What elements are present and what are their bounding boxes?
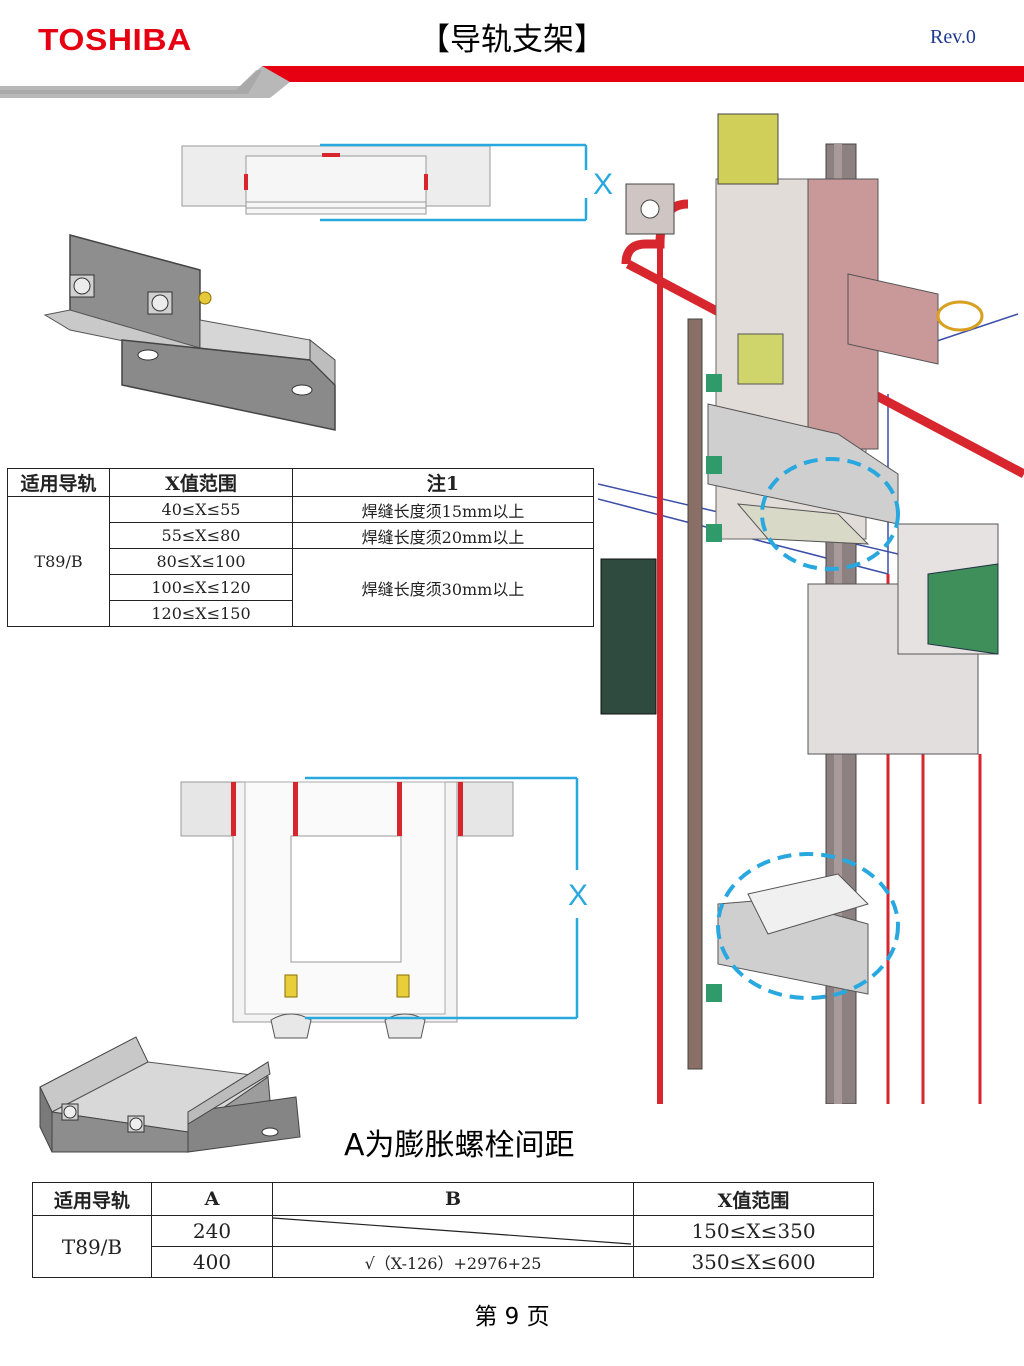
table1-header-rail: 适用导轨 (7, 468, 110, 497)
bracket-isometric-upper (43, 234, 336, 431)
table2-header-a: A (151, 1182, 273, 1216)
header-band (0, 66, 1024, 98)
table2-b-formula-cell: √（X-126）+2976+25 (272, 1246, 634, 1278)
table2-range-cell: 350≤X≤600 (633, 1246, 874, 1278)
table1-rail-cell: T89/B (7, 496, 110, 627)
anchor-spacing-table: 适用导轨 A B X值范围 T89/B 240 150≤X≤350 400 √（… (32, 1182, 874, 1278)
bracket-isometric-lower (39, 1036, 301, 1153)
table1-range-cell: 80≤X≤100 (109, 548, 293, 575)
table1-note-cell: 焊缝长度须15mm以上 (292, 496, 594, 523)
table2-range-cell: 150≤X≤350 (633, 1215, 874, 1247)
table1-header-note: 注1 (292, 468, 594, 497)
caption-anchor-spacing: A为膨胀螺栓间距 (344, 1128, 575, 1163)
table2-header-b: B (272, 1182, 634, 1216)
table2-header-range: X值范围 (633, 1182, 874, 1216)
table2-header-rail: 适用导轨 (32, 1182, 152, 1216)
table1-range-cell: 55≤X≤80 (109, 522, 293, 549)
revision-label: Rev.0 (930, 26, 976, 48)
dimension-x-label: X (568, 879, 588, 912)
hoistway-3d-view (598, 113, 1024, 1104)
page-number: 第 9 页 (474, 1304, 550, 1330)
table1-range-cell: 120≤X≤150 (109, 600, 293, 627)
toshiba-logo: TOSHIBA (38, 22, 192, 57)
table2-rail-cell: T89/B (32, 1215, 152, 1278)
table1-header-range: X值范围 (109, 468, 293, 497)
page-title: 【导轨支架】 (419, 22, 605, 58)
dimension-x-label: X (593, 168, 613, 201)
table2-a-cell: 400 (151, 1246, 273, 1278)
table1-note-cell: 焊缝长度须20mm以上 (292, 522, 594, 549)
diagonal-slash (273, 1217, 632, 1245)
u-bracket-front-view: X (180, 776, 588, 1039)
table1-range-cell: 100≤X≤120 (109, 574, 293, 601)
table1-note-cell: 焊缝长度须30mm以上 (292, 548, 594, 627)
weld-length-table: 适用导轨 X值范围 注1 T89/B 40≤X≤55 焊缝长度须15mm以上 5… (7, 468, 594, 627)
table1-range-cell: 40≤X≤55 (109, 496, 293, 523)
table2-b-cell-empty (272, 1215, 634, 1247)
table2-a-cell: 240 (151, 1215, 273, 1247)
bracket-top-view: X (181, 143, 613, 222)
